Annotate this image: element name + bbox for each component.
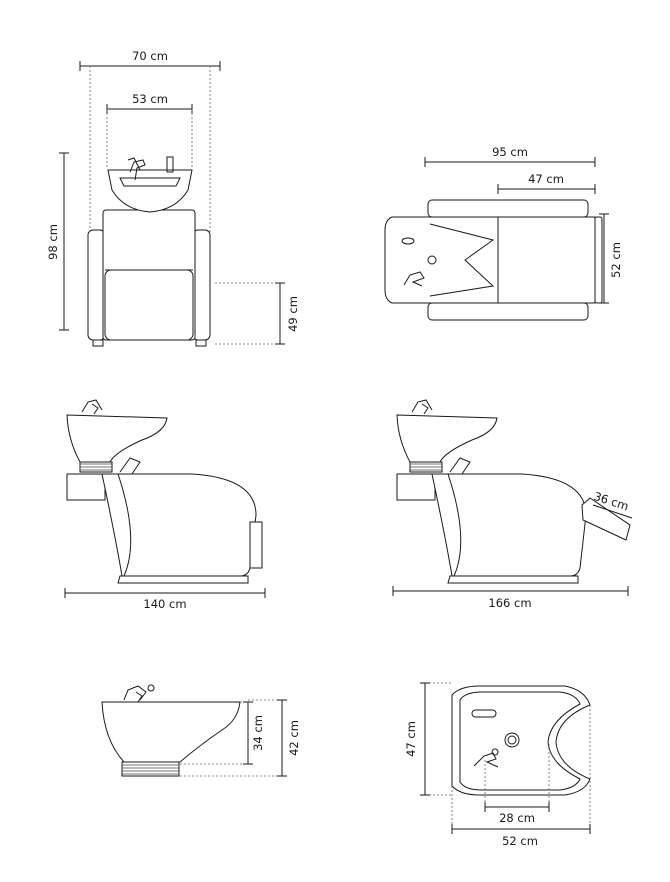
dimension-label-front-width-outer: 70 cm <box>132 49 168 63</box>
bowl-top-view: 47 cm 28 cm 52 cm <box>404 682 591 848</box>
side-view-extended: 166 cm 36 cm <box>392 399 633 610</box>
bowl-top-drawing <box>451 685 591 796</box>
dimension-front-width-inner: 53 cm <box>106 92 193 168</box>
dimension-bowl-depth: 47 cm <box>404 682 452 796</box>
dimension-label-front-seat-height: 49 cm <box>286 296 300 332</box>
dimension-label-bowl-inner-width: 28 cm <box>499 811 535 825</box>
dimension-top-length: 95 cm <box>424 145 596 167</box>
front-view-chair <box>87 156 211 347</box>
side-view-chair <box>66 399 263 584</box>
dimension-label-front-height: 98 cm <box>46 224 60 260</box>
front-view: 70 cm 53 cm 98 cm 49 cm <box>46 49 300 347</box>
dimension-front-height: 98 cm <box>46 152 69 331</box>
dimension-label-bowl-height-inner: 34 cm <box>251 715 265 751</box>
dimension-label-front-width-inner: 53 cm <box>132 92 168 106</box>
dimension-side-length: 140 cm <box>64 588 266 611</box>
bowl-side-drawing <box>101 684 241 777</box>
dimension-label-top-width: 52 cm <box>609 242 623 278</box>
dimension-label-bowl-depth: 47 cm <box>404 721 418 757</box>
dimension-bowl-width: 52 cm <box>451 705 591 848</box>
top-view: 95 cm 47 cm 52 cm <box>384 145 623 321</box>
dimension-side-extended-length: 166 cm <box>392 586 629 610</box>
dimension-label-side-extended-length: 166 cm <box>488 596 531 610</box>
dimension-label-top-leg-length: 47 cm <box>528 172 564 186</box>
dimension-label-bowl-width: 52 cm <box>502 834 538 848</box>
dimension-front-width-outer: 70 cm <box>79 49 221 232</box>
side-view-extended-chair <box>396 399 631 584</box>
dimension-top-leg-length: 47 cm <box>497 172 596 194</box>
top-view-chair <box>384 199 603 321</box>
dimension-bowl-height-inner: 34 cm <box>180 701 265 765</box>
dimension-bowl-height-outer: 42 cm <box>180 699 301 777</box>
dimension-top-width: 52 cm <box>599 213 623 304</box>
dimension-front-seat-height: 49 cm <box>215 282 300 345</box>
dimension-label-side-length: 140 cm <box>143 597 186 611</box>
dimension-label-bowl-height-outer: 42 cm <box>287 720 301 756</box>
side-view: 140 cm <box>64 399 266 611</box>
bowl-side-view: 34 cm 42 cm <box>101 684 301 777</box>
dimension-label-top-length: 95 cm <box>492 145 528 159</box>
dimension-bowl-inner-width: 28 cm <box>484 744 550 825</box>
